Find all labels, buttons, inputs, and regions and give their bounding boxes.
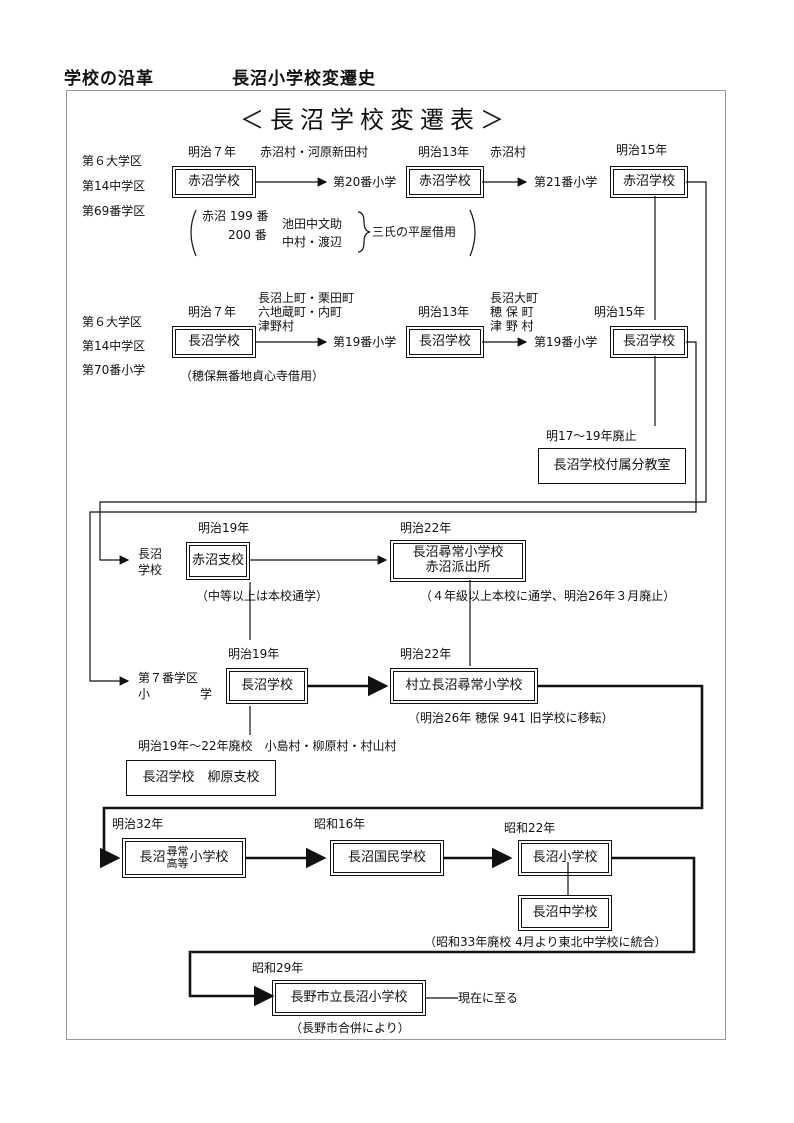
school-box-m32: 長沼 尋常高等 小学校 (122, 838, 246, 878)
section-heading: 学校の沿革 (64, 69, 154, 89)
year-label: 明治15年 (616, 143, 668, 157)
school-box-s16: 長沼国民学校 (330, 840, 444, 876)
note-text: 中村・渡辺 (282, 235, 343, 249)
year-label: 明治15年 (594, 305, 646, 319)
diagram-title: ＜長沼学校変遷表＞ (240, 106, 510, 134)
note-text: 三氏の平屋借用 (372, 225, 457, 239)
district-label-2: 第14中学区 (82, 339, 146, 353)
note-text: （中等以上は本校通学） (196, 589, 329, 603)
village-names: 津 野 村 (490, 319, 534, 333)
group-label: 長沼 (138, 547, 163, 561)
middle-school-box: 長沼中学校 (518, 895, 612, 931)
year-label: 明治13年 (418, 305, 470, 319)
school-number: 第19番小学 (534, 335, 598, 349)
school-box-jinjo-branch: 長沼尋常小学校赤沼派出所 (390, 540, 526, 582)
abolish-note: 明17～19年廃止 (546, 429, 637, 443)
note-text: 池田中文助 (282, 217, 343, 231)
school-box-naganuma-1: 長沼学校 (172, 326, 256, 358)
school-box-village-jinjo: 村立長沼尋常小学校 (390, 668, 538, 704)
school-box-s22: 長沼小学校 (518, 840, 612, 876)
district-label: 学 (200, 687, 213, 701)
present-label: 現在に至る (458, 991, 519, 1005)
year-label: 明治22年 (400, 647, 452, 661)
section-subheading: 長沼小学校変遷史 (232, 69, 376, 89)
school-box-naganuma-m19: 長沼学校 (226, 668, 308, 704)
year-label: 明治22年 (400, 521, 452, 535)
year-label: 明治19年 (228, 647, 280, 661)
village-names: 長沼大町 (490, 291, 539, 305)
district-label: 第７番学区 (138, 671, 199, 685)
school-box-akanuma-2: 赤沼学校 (406, 166, 484, 198)
district-label-3: 第69番学区 (82, 204, 146, 218)
year-label: 昭和22年 (504, 821, 556, 835)
school-number: 第21番小学 (534, 175, 598, 189)
school-box-akanuma-1: 赤沼学校 (172, 166, 256, 198)
school-box-final: 長野市立長沼小学校 (272, 980, 426, 1016)
village-names: 長沼上町・栗田町 (258, 291, 355, 305)
school-box-akanuma-3: 赤沼学校 (610, 166, 688, 198)
district-label-3: 第70番小学 (82, 363, 146, 377)
note-text: 明治19年～22年廃校 小島村・柳原村・村山村 (138, 739, 397, 753)
note-text: （長野市合併により） (290, 1021, 410, 1035)
village-names: 六地蔵町・内町 (258, 305, 343, 319)
year-label: 明治19年 (198, 521, 250, 535)
note-text: （昭和33年廃校 4月より東北中学校に統合） (424, 935, 667, 949)
year-label: 明治32年 (112, 817, 164, 831)
diagram-frame (66, 90, 726, 1040)
year-label: 明治７年 (188, 305, 237, 319)
note-text: 赤沼 199 番 (202, 209, 269, 223)
school-box-naganuma-3: 長沼学校 (610, 326, 688, 358)
note-text: （穂保無番地貞心寺借用） (180, 369, 325, 383)
year-label: 明治13年 (418, 145, 470, 159)
school-box-akanuma-branch: 赤沼支校 (186, 542, 250, 580)
school-box-naganuma-2: 長沼学校 (406, 326, 484, 358)
village-names: 津野村 (258, 319, 295, 333)
district-label-2: 第14中学区 (82, 179, 146, 193)
year-label: 明治７年 (188, 145, 237, 159)
year-label: 昭和16年 (314, 817, 366, 831)
branch-room-box: 長沼学校付属分教室 (538, 448, 686, 484)
group-label: 学校 (138, 563, 163, 577)
district-label-1: 第６大学区 (82, 154, 143, 168)
school-number: 第19番小学 (333, 335, 397, 349)
village-names: 穂 保 町 (490, 305, 534, 319)
village-names: 赤沼村・河原新田村 (260, 145, 369, 159)
year-label: 昭和29年 (252, 961, 304, 975)
yanagihara-branch-box: 長沼学校 柳原支校 (126, 760, 276, 796)
district-label: 小 (138, 687, 151, 701)
school-number: 第20番小学 (333, 175, 397, 189)
district-label-1: 第６大学区 (82, 315, 143, 329)
note-text: （明治26年 穂保 941 旧学校に移転） (408, 711, 614, 725)
village-names: 赤沼村 (490, 145, 527, 159)
note-text: 200 番 (228, 228, 267, 242)
note-text: （４年級以上本校に通学、明治26年３月廃止） (420, 589, 676, 603)
